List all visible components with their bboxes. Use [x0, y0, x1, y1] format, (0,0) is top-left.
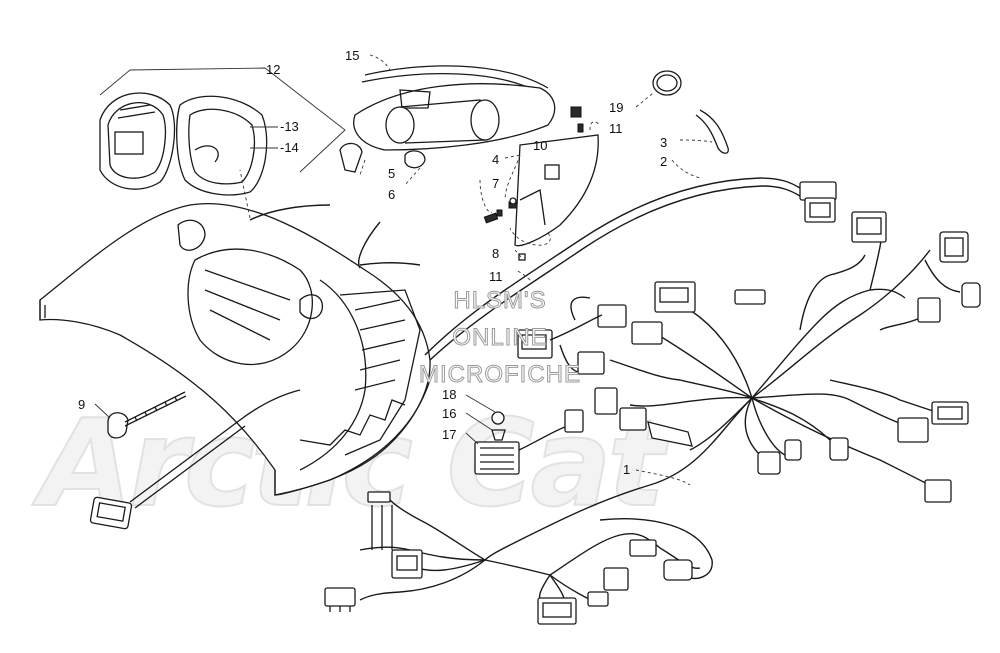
clip-parts	[652, 70, 729, 154]
callout-2: 2	[660, 154, 667, 169]
callout-6: 6	[388, 187, 395, 202]
callout-14: -14	[280, 140, 299, 155]
watermark-line-3: MICROFICHE	[419, 361, 581, 388]
callout-15: 15	[345, 48, 359, 63]
watermark-line-1: HLSM'S	[453, 287, 546, 314]
callout-4: 4	[492, 152, 499, 167]
callout-9: 9	[78, 397, 85, 412]
callout-11-upper: 11	[609, 121, 623, 136]
callout-5: 5	[388, 166, 395, 181]
callout-11-lower: 11	[489, 269, 503, 284]
hood-console	[39, 203, 431, 496]
callout-7: 7	[492, 176, 499, 191]
lower-harness	[324, 491, 713, 625]
callout-12: 12	[266, 62, 280, 77]
headlight-assembly	[339, 65, 599, 261]
callout-16: 16	[442, 406, 456, 421]
main-harness	[89, 177, 981, 561]
callout-1: 1	[623, 462, 630, 477]
callout-3: 3	[660, 135, 667, 150]
voltage-regulator	[465, 394, 584, 475]
callout-8: 8	[492, 246, 499, 261]
callout-10: 10	[533, 138, 547, 153]
leader-15	[369, 54, 391, 71]
callout-17: 17	[442, 427, 456, 442]
callout-13: -13	[280, 119, 299, 134]
callout-19: 19	[609, 100, 623, 115]
watermark-line-2: ONLINE	[452, 324, 547, 351]
bolt	[94, 391, 187, 439]
leader-12	[129, 67, 346, 173]
callout-18: 18	[442, 387, 456, 402]
instrument-cluster	[99, 92, 268, 196]
